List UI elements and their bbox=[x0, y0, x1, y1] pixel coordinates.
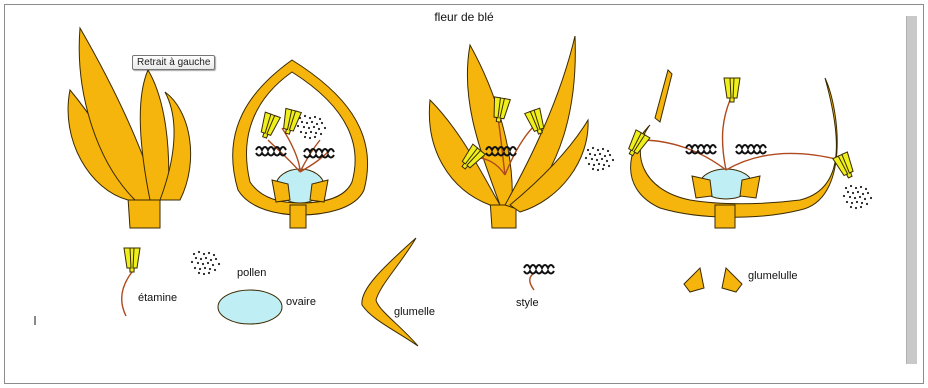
stamen-icon bbox=[122, 248, 140, 316]
lodicule-icon bbox=[684, 268, 742, 292]
ovary-icon bbox=[218, 290, 282, 324]
style-icon bbox=[524, 265, 554, 290]
label-etamine: étamine bbox=[138, 292, 177, 304]
label-pollen: pollen bbox=[237, 267, 266, 279]
vertical-scrollbar[interactable] bbox=[906, 16, 917, 364]
lemma-icon bbox=[362, 238, 418, 346]
pollen-icon bbox=[191, 251, 220, 275]
label-glumelle: glumelle bbox=[394, 306, 435, 318]
tooltip-retrait-a-gauche: Retrait à gauche bbox=[132, 55, 215, 70]
flower-cross-section bbox=[233, 60, 368, 228]
label-glumelulle: glumelulle bbox=[748, 270, 798, 282]
text-cursor-mark bbox=[34, 316, 36, 325]
label-style: style bbox=[516, 297, 539, 309]
label-ovaire: ovaire bbox=[286, 296, 316, 308]
open-flower bbox=[585, 70, 872, 228]
opening-flower bbox=[429, 36, 588, 228]
